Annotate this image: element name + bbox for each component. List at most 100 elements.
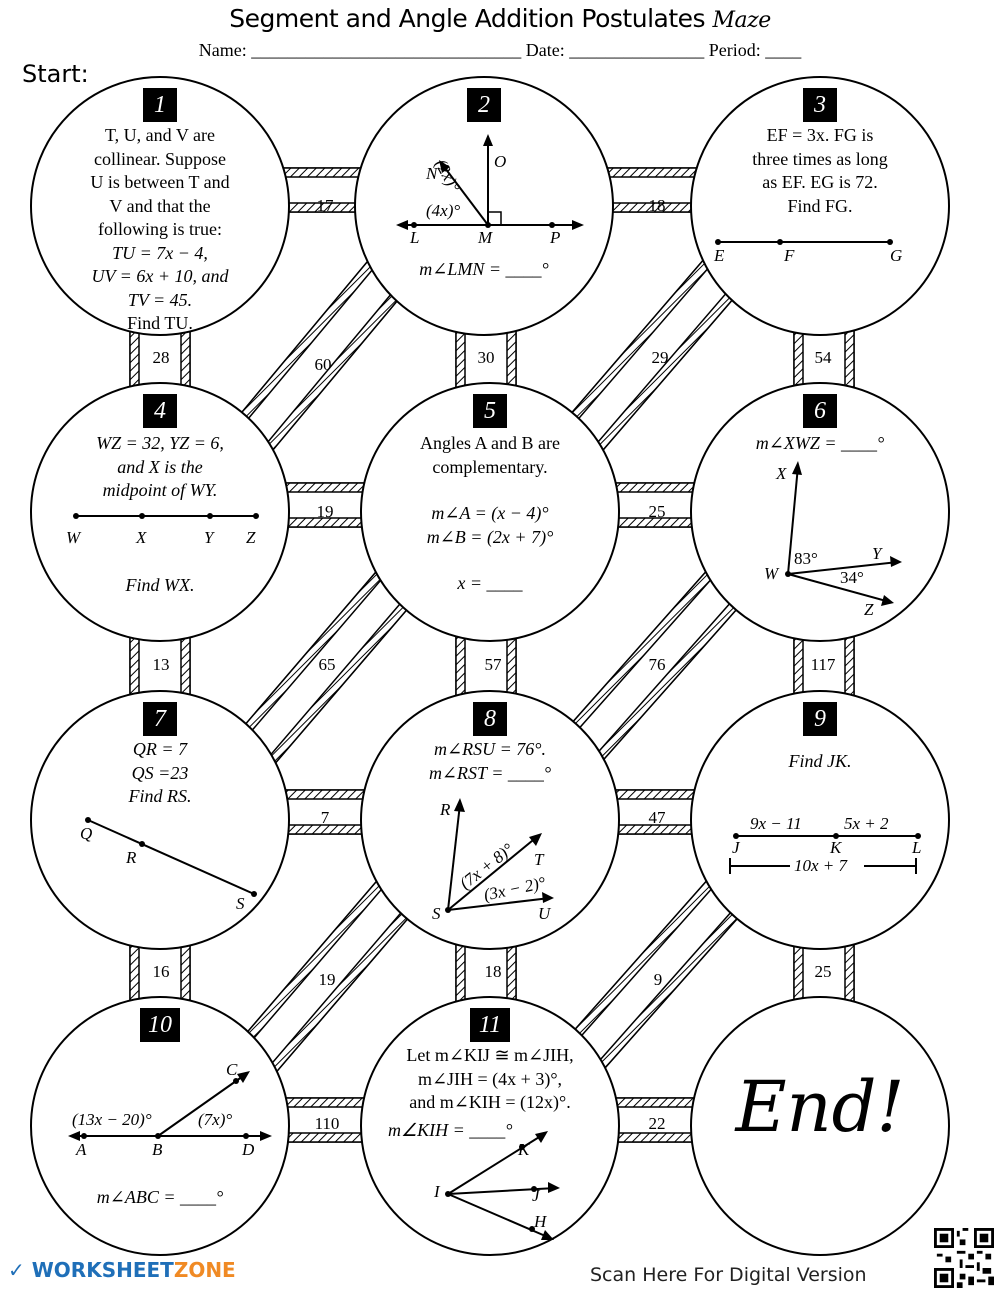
text-line: EF = 3x. FG is bbox=[766, 125, 874, 145]
text-line: Find TU. bbox=[127, 313, 193, 333]
bridge-label: 13 bbox=[152, 655, 170, 674]
text-line: m∠RSU = 76°. bbox=[434, 739, 546, 759]
maze-cell-10[interactable]: 10 A B C D (13x − 20)° (7x)° m∠ABC = ___… bbox=[30, 996, 290, 1256]
bridge-label: 28 bbox=[152, 348, 170, 367]
angle-label: 34° bbox=[840, 568, 864, 587]
bridge bbox=[180, 329, 191, 391]
point-label: N bbox=[426, 164, 438, 183]
segment-diagram bbox=[85, 817, 257, 897]
text-line: and m∠KIH = (12x)°. bbox=[409, 1092, 571, 1112]
angle-diagram bbox=[68, 1071, 272, 1141]
bridge bbox=[604, 482, 706, 493]
period-label: Period: bbox=[708, 40, 761, 60]
segment-label: 9x − 11 bbox=[750, 814, 802, 833]
maze-cell-9[interactable]: 9 Find JK. J K L 9x − 11 5x + 2 10x + 7 bbox=[690, 690, 950, 950]
point-label: M bbox=[478, 228, 493, 247]
text-line: Find FG. bbox=[787, 195, 853, 216]
bridge bbox=[455, 635, 466, 701]
bridge-label: 22 bbox=[648, 1114, 666, 1133]
angle-diagram bbox=[445, 798, 554, 913]
scan-caption: Scan Here For Digital Version bbox=[590, 1264, 867, 1286]
maze-cell-11[interactable]: 11 Let m∠KIJ ≅ m∠JIH, m∠JIH = (4x + 3)°,… bbox=[360, 996, 620, 1256]
cell-number: 5 bbox=[473, 394, 507, 428]
text-line: TV = 45. bbox=[127, 289, 193, 310]
cell-number: 11 bbox=[470, 1008, 510, 1042]
maze-cell-7[interactable]: 7 QR = 7 QS =23 Find RS. Q R S bbox=[30, 690, 290, 950]
segment-label: 5x + 2 bbox=[844, 814, 889, 833]
point-label: L bbox=[912, 838, 922, 857]
angle-diagram bbox=[445, 1131, 560, 1240]
title-text: Segment and Angle Addition Postulates bbox=[229, 4, 706, 33]
bridge-label: 54 bbox=[814, 348, 832, 367]
text-line: three times as long bbox=[752, 148, 888, 169]
point-label: Y bbox=[204, 528, 214, 547]
cell-question: Find JK. bbox=[788, 751, 852, 771]
name-field[interactable]: ______________________________ bbox=[251, 40, 522, 60]
segment-diagram bbox=[715, 239, 893, 245]
point-label: E bbox=[714, 246, 725, 265]
maze-cell-1[interactable]: 1 T, U, and V are collinear. Suppose U i… bbox=[30, 76, 290, 336]
date-field[interactable]: _______________ bbox=[569, 40, 705, 60]
bridge bbox=[844, 329, 855, 391]
cell-text: m∠RSU = 76°. m∠RST = ____° bbox=[362, 738, 618, 785]
point-label: Y bbox=[872, 544, 882, 563]
point-label: J bbox=[532, 1186, 540, 1205]
cell-text: QR = 7 QS =23 Find RS. bbox=[32, 738, 288, 809]
text-line: WZ = 32, YZ = 6, bbox=[96, 433, 224, 453]
bridge-label: 29 bbox=[651, 348, 669, 367]
period-field[interactable]: ____ bbox=[765, 40, 802, 60]
bridge bbox=[506, 329, 517, 391]
bridge-label: 25 bbox=[648, 502, 666, 521]
point-label: R bbox=[126, 848, 137, 867]
cell-text: Let m∠KIJ ≅ m∠JIH, m∠JIH = (4x + 3)°, an… bbox=[362, 1044, 618, 1115]
maze-cell-3[interactable]: 3 EF = 3x. FG is three times as long as … bbox=[690, 76, 950, 336]
point-label: C bbox=[226, 1060, 238, 1079]
maze-cell-5[interactable]: 5 Angles A and B are complementary. m∠A … bbox=[360, 382, 620, 642]
title-suffix: Maze bbox=[712, 8, 772, 33]
equation: m∠A = (x − 4)° bbox=[431, 503, 549, 523]
date-label: Date: bbox=[525, 40, 565, 60]
text-line: U is between T and bbox=[90, 172, 230, 192]
bridge-label: 19 bbox=[316, 502, 334, 521]
text-line: as EF. EG is 72. bbox=[762, 172, 878, 192]
cell-text: EF = 3x. FG is three times as long as EF… bbox=[692, 124, 948, 218]
cell-number: 10 bbox=[140, 1008, 180, 1042]
point-label: I bbox=[434, 1182, 440, 1201]
segment-diagram bbox=[729, 833, 921, 874]
cell-question: m∠KIH = ____° bbox=[388, 1120, 513, 1140]
maze-cell-4[interactable]: 4 WZ = 32, YZ = 6, and X is the midpoint… bbox=[30, 382, 290, 642]
point-label: K bbox=[518, 1140, 530, 1159]
end-text: End! bbox=[735, 1066, 905, 1148]
bridge-label: 18 bbox=[648, 196, 666, 215]
bridge bbox=[129, 329, 140, 391]
maze-cell-8[interactable]: 8 m∠RSU = 76°. m∠RST = ____° R S T U (7x… bbox=[360, 690, 620, 950]
qr-code-icon[interactable] bbox=[934, 1228, 994, 1288]
bridge-label: 60 bbox=[314, 355, 332, 374]
point-label: Z bbox=[246, 528, 256, 547]
point-label: P bbox=[550, 228, 561, 247]
angle-label: (4x)° bbox=[426, 201, 461, 220]
text-line: Angles A and B are bbox=[420, 433, 560, 453]
bridge bbox=[180, 635, 191, 701]
maze-cell-6[interactable]: 6 m∠XWZ = ____° X W Y Z 83° 34° bbox=[690, 382, 950, 642]
bridge-label: 65 bbox=[318, 655, 336, 674]
angle-diagram bbox=[396, 134, 584, 230]
bridge bbox=[844, 635, 855, 701]
bridge bbox=[180, 943, 191, 1005]
point-label: K bbox=[830, 838, 842, 857]
point-label: J bbox=[732, 838, 740, 857]
bridge-label: 57 bbox=[484, 655, 502, 674]
segment-diagram bbox=[73, 513, 259, 519]
point-label: T bbox=[534, 850, 544, 869]
bridge-label: 47 bbox=[648, 808, 666, 827]
brand-text-accent: ZONE bbox=[173, 1258, 236, 1282]
text-line: Let m∠KIJ ≅ m∠JIH, bbox=[406, 1045, 574, 1065]
bridge-label: 117 bbox=[810, 655, 836, 674]
point-label: L bbox=[410, 228, 420, 247]
maze-cell-2[interactable]: 2 N O L M P (2x)° (4x)° m∠LMN = ____° bbox=[354, 76, 614, 336]
bridge bbox=[793, 329, 804, 391]
cell-number: 6 bbox=[803, 394, 837, 428]
text-line: UV = 6x + 10, and bbox=[91, 266, 229, 286]
maze-end[interactable]: End! bbox=[690, 996, 950, 1256]
